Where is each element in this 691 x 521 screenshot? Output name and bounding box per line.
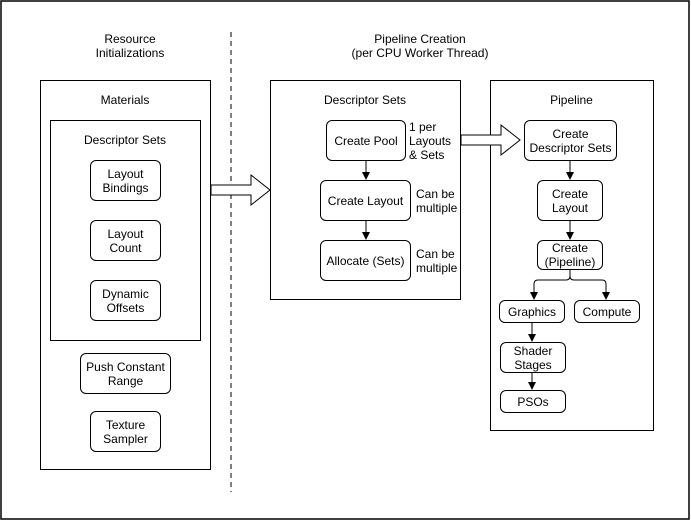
arrow-pipeline-to-compute <box>569 275 610 300</box>
layout-bindings-node: Layout Bindings <box>90 160 161 201</box>
create-descriptor-sets-node: Create Descriptor Sets <box>524 120 617 161</box>
allocate-sets-node: Allocate (Sets) <box>320 240 411 281</box>
dynamic-offsets-node: Dynamic Offsets <box>90 280 161 321</box>
create-pipeline-node: Create (Pipeline) <box>537 240 603 270</box>
compute-node: Compute <box>574 300 640 323</box>
create-layout-node-right: Create Layout <box>537 180 603 221</box>
push-constant-range-node: Push Constant Range <box>80 353 171 394</box>
materials-title: Materials <box>100 93 150 107</box>
descriptor-sets-subtitle: Descriptor Sets <box>83 133 167 147</box>
block-arrow-left-to-middle <box>210 173 271 207</box>
allocate-note: Can be multiple <box>416 247 458 275</box>
create-layout-note: Can be multiple <box>416 187 458 215</box>
pipeline-title: Pipeline <box>550 93 593 107</box>
graphics-node: Graphics <box>499 300 565 323</box>
layout-count-node: Layout Count <box>90 220 161 261</box>
block-arrow-middle-to-right <box>460 123 521 157</box>
create-pool-node: Create Pool <box>326 120 406 161</box>
psos-node: PSOs <box>500 390 566 413</box>
texture-sampler-node: Texture Sampler <box>90 411 161 452</box>
pipeline-creation-header: Pipeline Creation (per CPU Worker Thread… <box>351 32 489 60</box>
shader-stages-node: Shader Stages <box>500 342 566 373</box>
create-pool-note: 1 per Layouts & Sets <box>409 120 452 162</box>
resource-initializations-header: Resource Initializations <box>95 32 165 60</box>
descriptor-sets-title: Descriptor Sets <box>323 93 407 107</box>
create-layout-node: Create Layout <box>320 180 411 221</box>
